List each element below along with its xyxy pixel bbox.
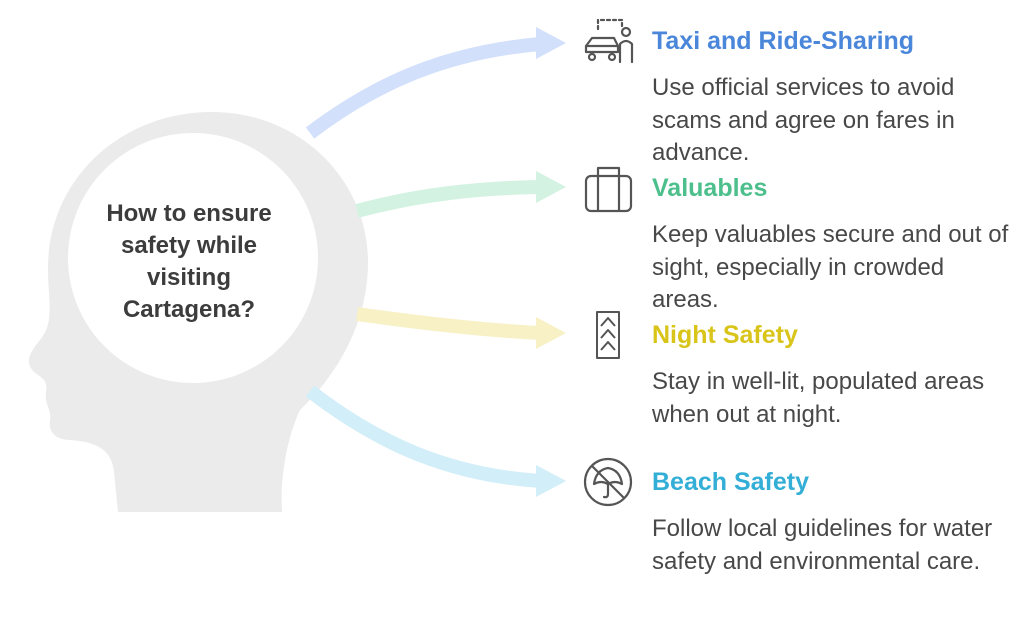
arrow-night: [356, 307, 566, 349]
item-valuables-description: Keep valuables secure and out of sight, …: [652, 221, 1009, 313]
central-question: How to ensure safety while visiting Cart…: [106, 200, 272, 323]
item-night-description: Stay in well-lit, populated areas when o…: [652, 368, 985, 428]
arrow-valuables: [355, 171, 566, 218]
chevrons-up-icon: [596, 311, 620, 359]
luggage-icon: [584, 166, 633, 213]
arrow-taxi: [305, 27, 566, 139]
item-taxi-description: Use official services to avoid scams and…: [652, 74, 955, 166]
item-night-title: Night Safety: [652, 321, 798, 349]
no-umbrella-icon: [583, 457, 633, 507]
arrow-beach: [305, 385, 566, 497]
taxi-passenger-icon: [584, 18, 634, 64]
head-circle: [68, 133, 318, 383]
item-valuables-title: Valuables: [652, 174, 768, 202]
item-taxi-title: Taxi and Ride-Sharing: [652, 27, 915, 55]
item-beach-title: Beach Safety: [652, 468, 810, 496]
item-valuables: Valuables Keep valuables secure and out …: [652, 173, 1012, 317]
item-night: Night Safety Stay in well-lit, populated…: [652, 320, 1012, 431]
item-beach-description: Follow local guidelines for water safety…: [652, 515, 993, 575]
item-beach: Beach Safety Follow local guidelines for…: [652, 467, 1012, 578]
item-taxi: Taxi and Ride-Sharing Use official servi…: [652, 26, 1012, 170]
